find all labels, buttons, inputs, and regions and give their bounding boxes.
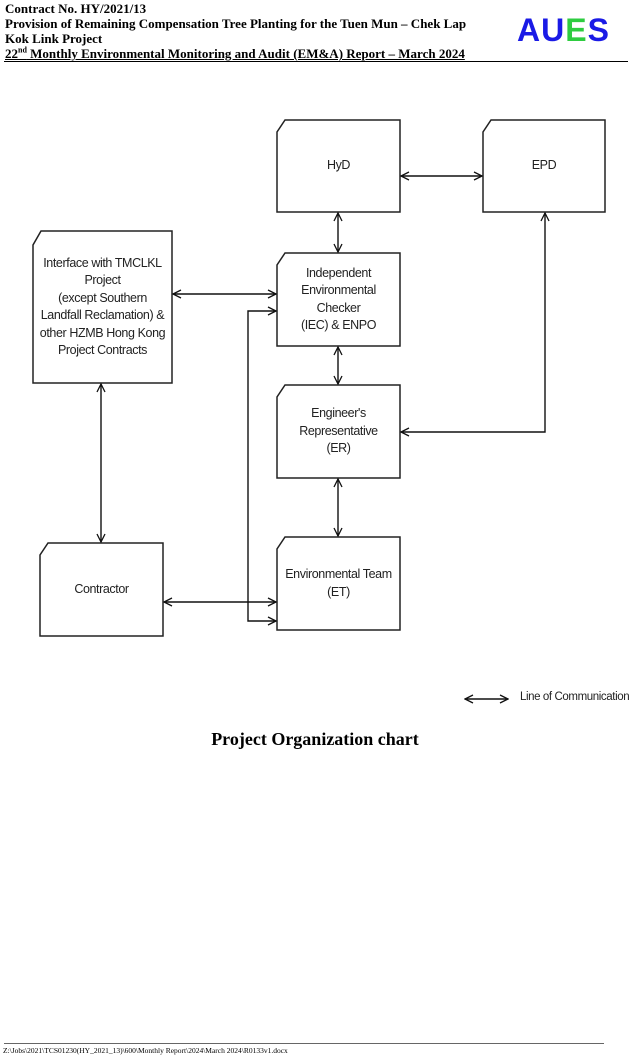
document-header: Contract No. HY/2021/13 Provision of Rem… [5,1,466,61]
aues-logo: AUES [517,12,610,48]
box-contractor [39,542,164,637]
label-contractor: Contractor [74,581,129,596]
footer-file-path: Z:\Jobs\2021\TCS01230(HY_2021_13)\600\Mo… [3,1046,288,1055]
box-et [276,536,401,631]
project-title-line1: Provision of Remaining Compensation Tree… [5,16,467,31]
project-title-line2: Kok Link Project [5,31,103,46]
label-et: Environmental Team(ET) [285,567,392,599]
figure-caption: Project Organization chart [211,729,419,749]
header-divider [4,61,628,62]
legend-label: Line of Communication [520,691,630,703]
arrow-iec-et-loop [247,311,276,621]
org-chart-diagram [32,119,606,720]
arrow-epd-er [401,213,545,432]
label-hyd: HyD [326,158,351,173]
footer-divider [4,1043,604,1044]
contract-number: Contract No. HY/2021/13 [5,1,147,16]
label-epd: EPD [531,158,557,173]
report-title: 22nd Monthly Environmental Monitoring an… [5,45,465,61]
